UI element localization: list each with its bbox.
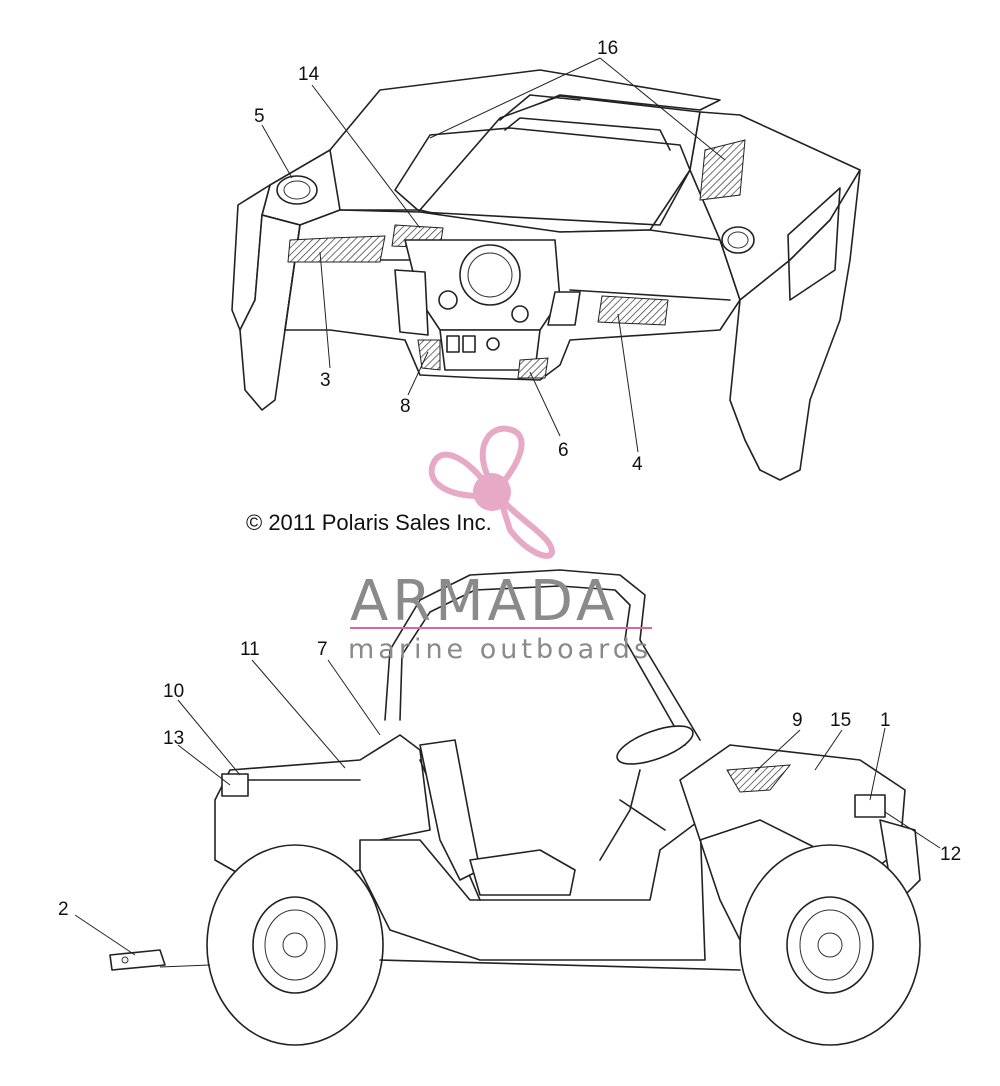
callout-15: 15 [830,710,851,731]
callout-2: 2 [58,899,69,920]
vehicle-side-view [109,569,921,1046]
dash-hood-assembly [231,69,861,481]
callout-11: 11 [240,639,260,660]
callout-14: 14 [298,64,320,85]
callout-16: 16 [597,38,618,59]
callout-7: 7 [317,639,328,660]
copyright-notice: © 2011 Polaris Sales Inc. [246,510,492,535]
leader-lines [74,57,941,968]
armada-watermark: ARMADA marine outboards [348,425,652,665]
callout-3: 3 [320,370,331,391]
callout-13: 13 [163,728,184,749]
callout-8: 8 [400,396,411,417]
callout-6: 6 [558,440,569,461]
watermark-subtitle: marine outboards [348,634,652,665]
callout-1: 1 [880,710,891,731]
callout-labels: 5 14 16 3 8 6 4 11 7 10 13 9 15 1 12 2 [58,38,961,920]
callout-9: 9 [792,710,803,731]
callout-12: 12 [940,844,961,865]
callout-5: 5 [254,106,265,127]
callout-10: 10 [163,681,184,702]
watermark-title: ARMADA [350,569,618,634]
callout-4: 4 [632,454,643,475]
propeller-logo-icon [428,425,556,559]
